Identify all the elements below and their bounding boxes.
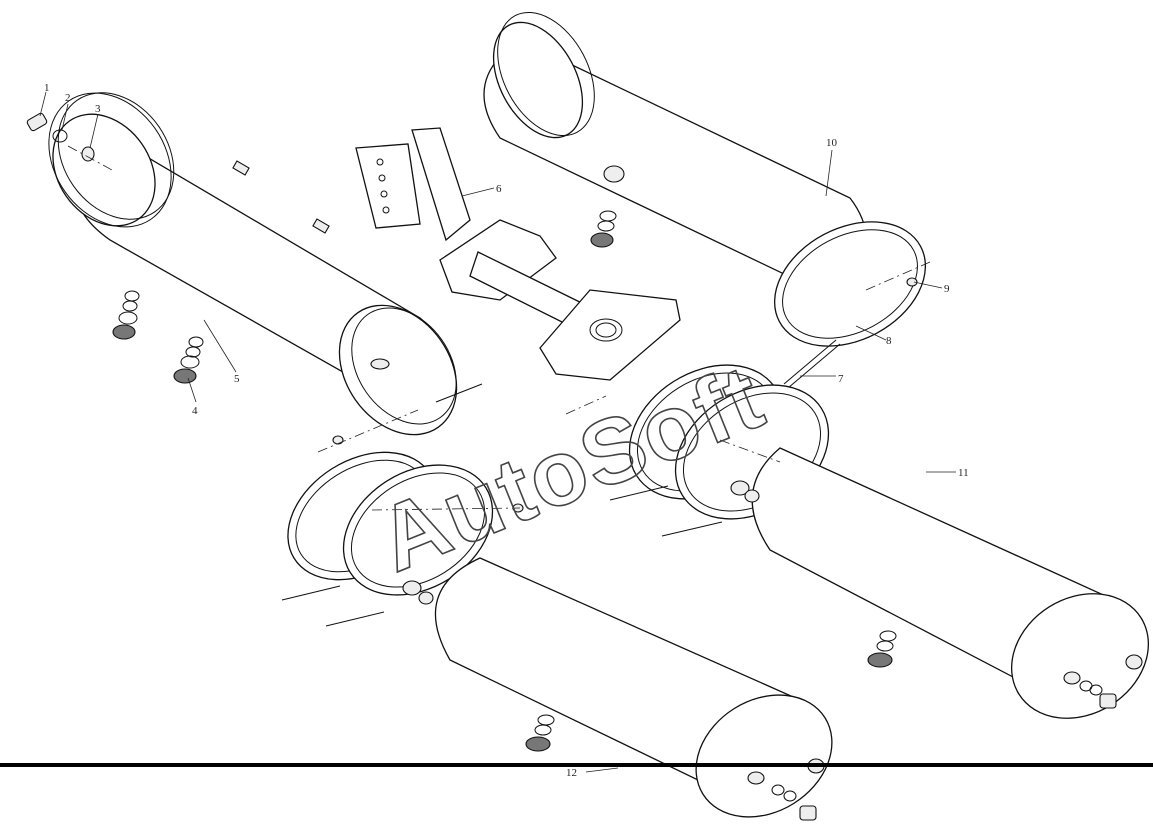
fitting-stack-right-top (590, 165, 625, 248)
bracket-assembly-6 (355, 127, 681, 381)
air-tank-10 (483, 21, 867, 297)
strap-band-top-right (497, 11, 595, 137)
washer-part-2 (52, 129, 68, 143)
air-tank-12 (434, 557, 833, 821)
callout-6: 6 (496, 183, 502, 195)
clamp-bolt-7-8 (783, 277, 918, 389)
center-lines (67, 145, 931, 511)
callout-7: 7 (838, 373, 844, 385)
leader-lines (39, 91, 956, 773)
callout-3: 3 (95, 103, 101, 115)
bolts (281, 383, 760, 627)
strap-band-lower-left (287, 451, 494, 596)
callout-12: 12 (566, 767, 577, 779)
fitting-stack-left-2 (173, 336, 204, 384)
callout-10: 10 (826, 137, 838, 149)
callout-9: 9 (944, 283, 950, 295)
callout-8: 8 (886, 335, 892, 347)
callout-5: 5 (234, 373, 240, 385)
callout-1: 1 (44, 82, 50, 94)
callout-labels: 1 2 3 4 5 6 7 8 9 10 11 12 (44, 82, 969, 779)
plug-part-1 (26, 112, 48, 132)
horizontal-rule (0, 763, 1153, 767)
callout-2: 2 (65, 92, 71, 104)
fitting-stack-right-bottom (867, 630, 897, 668)
strap-band-left-top (48, 92, 175, 228)
fitting-stack-left-1 (112, 290, 140, 340)
strap-band-right-upper (773, 221, 927, 347)
fitting-stack-bottom (525, 714, 555, 752)
air-tank-11 (751, 447, 1150, 719)
strap-band-left-mid (338, 304, 458, 436)
callout-11: 11 (958, 467, 969, 479)
callout-4: 4 (192, 405, 198, 417)
nipple-part-3 (81, 146, 95, 162)
